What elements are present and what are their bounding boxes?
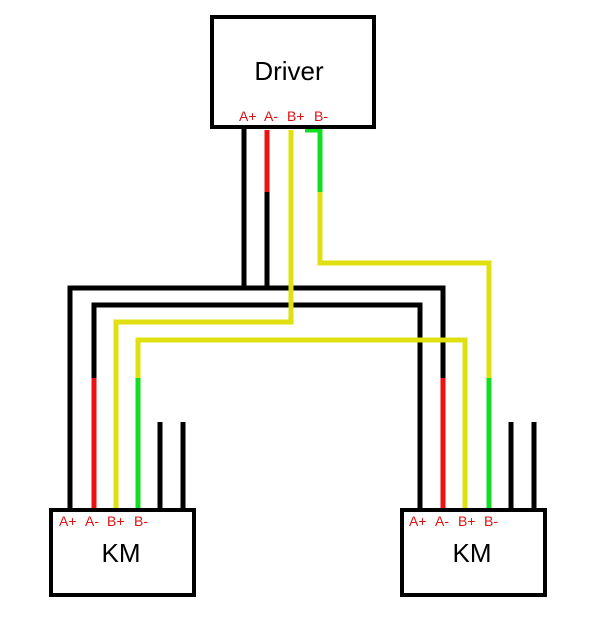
black-wires	[67, 128, 537, 508]
km-right-pin-aminus: A-	[435, 513, 449, 529]
km-right-pin-aplus: A+	[409, 513, 427, 529]
yellow-wires	[113, 192, 492, 508]
km-right-pin-bplus: B+	[458, 513, 476, 529]
km-left-title: KM	[102, 538, 141, 568]
red-wires	[91, 130, 446, 508]
driver-title: Driver	[254, 56, 324, 86]
driver-pin-aplus: A+	[239, 108, 257, 124]
driver-pin-bminus: B-	[314, 108, 328, 124]
wire-driver-bplus-yellow	[113, 192, 294, 508]
km-left-pin-aminus: A-	[85, 513, 99, 529]
km-left-pin-bminus: B-	[134, 513, 148, 529]
wire-driver-bminus-yellow	[317, 192, 492, 378]
driver-bminus-green-segment	[305, 127, 323, 192]
km-right-pin-bminus: B-	[484, 513, 498, 529]
km-left-box: KM A+ A- B+ B-	[49, 508, 196, 597]
km-right-box-outline	[400, 508, 547, 597]
driver-pin-bplus: B+	[287, 108, 305, 124]
wire-km-left-bminus-yellow	[135, 337, 468, 508]
green-wires	[135, 127, 492, 508]
km-right-title: KM	[453, 538, 492, 568]
driver-pin-aminus: A-	[264, 108, 278, 124]
km-right-box: KM A+ A- B+ B-	[400, 508, 547, 597]
wire-driver-aplus-black	[67, 128, 247, 508]
wire-aminus-left-black	[91, 302, 423, 508]
wire-driver-aplus-black-right	[244, 285, 446, 378]
km-left-pin-bplus: B+	[107, 513, 125, 529]
driver-box-outline	[210, 15, 376, 129]
km-left-box-outline	[49, 508, 196, 597]
driver-box: Driver A+ A- B+ B-	[210, 15, 376, 129]
km-left-pin-aplus: A+	[59, 513, 77, 529]
